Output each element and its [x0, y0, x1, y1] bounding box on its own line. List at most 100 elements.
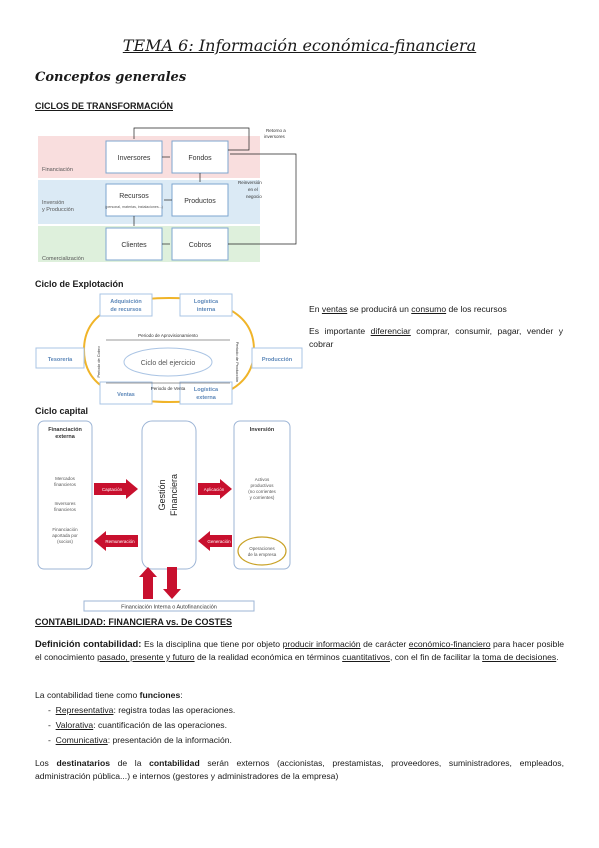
- heading-ciclo-explotacion: Ciclo de Explotación: [35, 279, 124, 289]
- note2-diferenciar: diferenciar: [370, 326, 411, 336]
- box-produccion-label: Producción: [262, 357, 293, 363]
- box-financiacion-externa: [37, 420, 93, 570]
- box-logistica-interna: [179, 293, 233, 317]
- band-comercializacion-label: Comercialización: [42, 256, 84, 262]
- heading-ciclos-transformacion: CICLOS DE TRANSFORMACIÓN: [35, 101, 173, 111]
- retorno-label-2: inversores: [264, 134, 286, 139]
- box-productos: [171, 183, 229, 217]
- dest-t1: Los: [35, 758, 57, 768]
- arrow-captacion: [94, 479, 138, 499]
- arrow-interna-up: [139, 567, 157, 599]
- item-mercados-2: financieros: [54, 482, 77, 487]
- def-t3: para hacer posible el conocimiento: [35, 639, 565, 662]
- box-cobros: [171, 227, 229, 261]
- arrow-aplicacion-label: Aplicación: [204, 487, 225, 492]
- ciclo-ejercicio-ellipse: [123, 347, 213, 377]
- f3-text: : presentación de la información.: [107, 735, 232, 745]
- funciones-intro: La contabilidad tiene como funciones:: [35, 689, 183, 702]
- explotacion-note-2: Es importante diferenciar comprar, consu…: [309, 325, 563, 351]
- arrow-captacion-label: Captación: [102, 487, 123, 492]
- f2-name: Valorativa: [55, 720, 94, 730]
- bullet-dash: -: [48, 720, 56, 730]
- box-financiacion-interna: [83, 600, 255, 612]
- f1-name: Representativa: [55, 705, 114, 715]
- note1-consumo: consumo: [411, 304, 447, 314]
- box-logistica-interna-label-2: interna: [197, 307, 216, 313]
- ciclos-arrows: [133, 127, 297, 245]
- box-logistica-externa: [179, 381, 233, 405]
- box-recursos-sublabel: (personal, materias, instalaciones...): [105, 205, 163, 209]
- item-financiacion-1: Financiación: [52, 527, 78, 532]
- def-t5: , con el fin de facilitar la: [389, 652, 483, 662]
- periodo-venta-label: Periodo de Venta: [151, 386, 186, 391]
- box-tesoreria-label: Tesorería: [48, 357, 73, 363]
- dest-b1: destinatarios: [56, 758, 110, 768]
- ciclo-ejercicio-label: Ciclo del ejercicio: [141, 360, 196, 367]
- box-adquisicion: [99, 293, 153, 317]
- box-logistica-externa-label-1: Logística: [194, 387, 219, 393]
- note1-text-b: se producirá un: [347, 304, 412, 314]
- box-tesoreria: [35, 347, 85, 369]
- f2-text: : cuantificación de las operaciones.: [93, 720, 227, 730]
- section-conceptos-generales: Conceptos generales: [35, 70, 187, 85]
- def-u5: toma de decisiones: [482, 652, 557, 662]
- reinversion-label-1: Reinversión: [238, 180, 262, 185]
- box-adquisicion-label-1: Adquisición: [110, 299, 142, 305]
- retorno-label-1: Retorno a: [266, 128, 286, 133]
- activos-label-4: y corrientes): [250, 495, 275, 500]
- def-u3: pasado, presente y futuro: [97, 652, 195, 662]
- funciones-post: :: [180, 690, 183, 700]
- reinversion-label-3: negocio: [246, 194, 262, 199]
- bullet-dash: -: [48, 735, 56, 745]
- ciclos-transformacion-diagram: Financiación Inversión y Producción Come…: [38, 127, 297, 262]
- box-clientes: [105, 227, 163, 261]
- arrow-generacion: [198, 531, 232, 551]
- destinatarios-paragraph: Los destinatarios de la contabilidad ser…: [35, 757, 564, 783]
- arrow-aplicacion: [198, 479, 232, 499]
- box-ventas-label: Ventas: [117, 392, 135, 398]
- box-inversion: [233, 420, 291, 570]
- note1-text-a: En: [309, 304, 322, 314]
- box-produccion: [251, 347, 303, 369]
- def-u1: producir información: [282, 639, 361, 649]
- periodo-cobro-label: Periodo de Cobro: [96, 346, 101, 378]
- arrow-interna-down: [163, 567, 181, 599]
- box-fondos-label: Fondos: [188, 155, 212, 162]
- funcion-valorativa: - Valorativa: cuantificación de las oper…: [48, 719, 227, 732]
- f3-name: Comunicativa: [55, 735, 108, 745]
- def-t6: .: [556, 652, 559, 662]
- item-financiacion-2: aportada por: [52, 533, 78, 538]
- activos-label-3: (no corrientes: [248, 489, 276, 494]
- arrow-remuneracion: [94, 531, 138, 551]
- item-inversores-2: financieros: [54, 507, 77, 512]
- funciones-bold: funciones: [139, 690, 181, 700]
- def-label: Definición contabilidad:: [35, 638, 142, 649]
- f1-text: : registra todas las operaciones.: [113, 705, 236, 715]
- def-u4: cuantitativos: [342, 652, 390, 662]
- fin-interna-label: Financiación Interna o Autofinanciación: [121, 605, 217, 611]
- box-ventas: [99, 381, 153, 405]
- note1-text-c: de los recursos: [446, 304, 507, 314]
- page-title: TEMA 6: Información económica-financiera: [122, 36, 477, 55]
- gestion-label-1: Gestión: [157, 479, 167, 510]
- arrow-remuneracion-label: Remuneración: [105, 539, 135, 544]
- item-inversores-1: Inversores: [54, 501, 76, 506]
- arrow-generacion-label: Generación: [207, 539, 231, 544]
- activos-label-1: Activos: [255, 477, 270, 482]
- box-logistica-interna-label-1: Logística: [194, 299, 219, 305]
- box-productos-label: Productos: [184, 198, 216, 205]
- box-inversores-label: Inversores: [118, 155, 151, 162]
- dest-t2: de la: [109, 758, 150, 768]
- def-t2: de carácter: [360, 639, 409, 649]
- periodo-aprov-label: Periodo de Aprovisionamiento: [138, 333, 198, 338]
- heading-ciclo-capital: Ciclo capital: [35, 406, 89, 416]
- def-u2: económico-financiero: [408, 639, 491, 649]
- explotacion-note-1: En ventas se producirá un consumo de los…: [309, 303, 563, 316]
- box-clientes-label: Clientes: [121, 242, 147, 249]
- box-recursos: [105, 183, 163, 217]
- fin-ext-label-2: externa: [55, 434, 76, 440]
- item-mercados-1: Mercados: [55, 476, 76, 481]
- box-cobros-label: Cobros: [189, 242, 212, 249]
- band-financiacion-label: Financiación: [42, 167, 73, 173]
- fin-ext-label-1: Financiación: [48, 427, 82, 433]
